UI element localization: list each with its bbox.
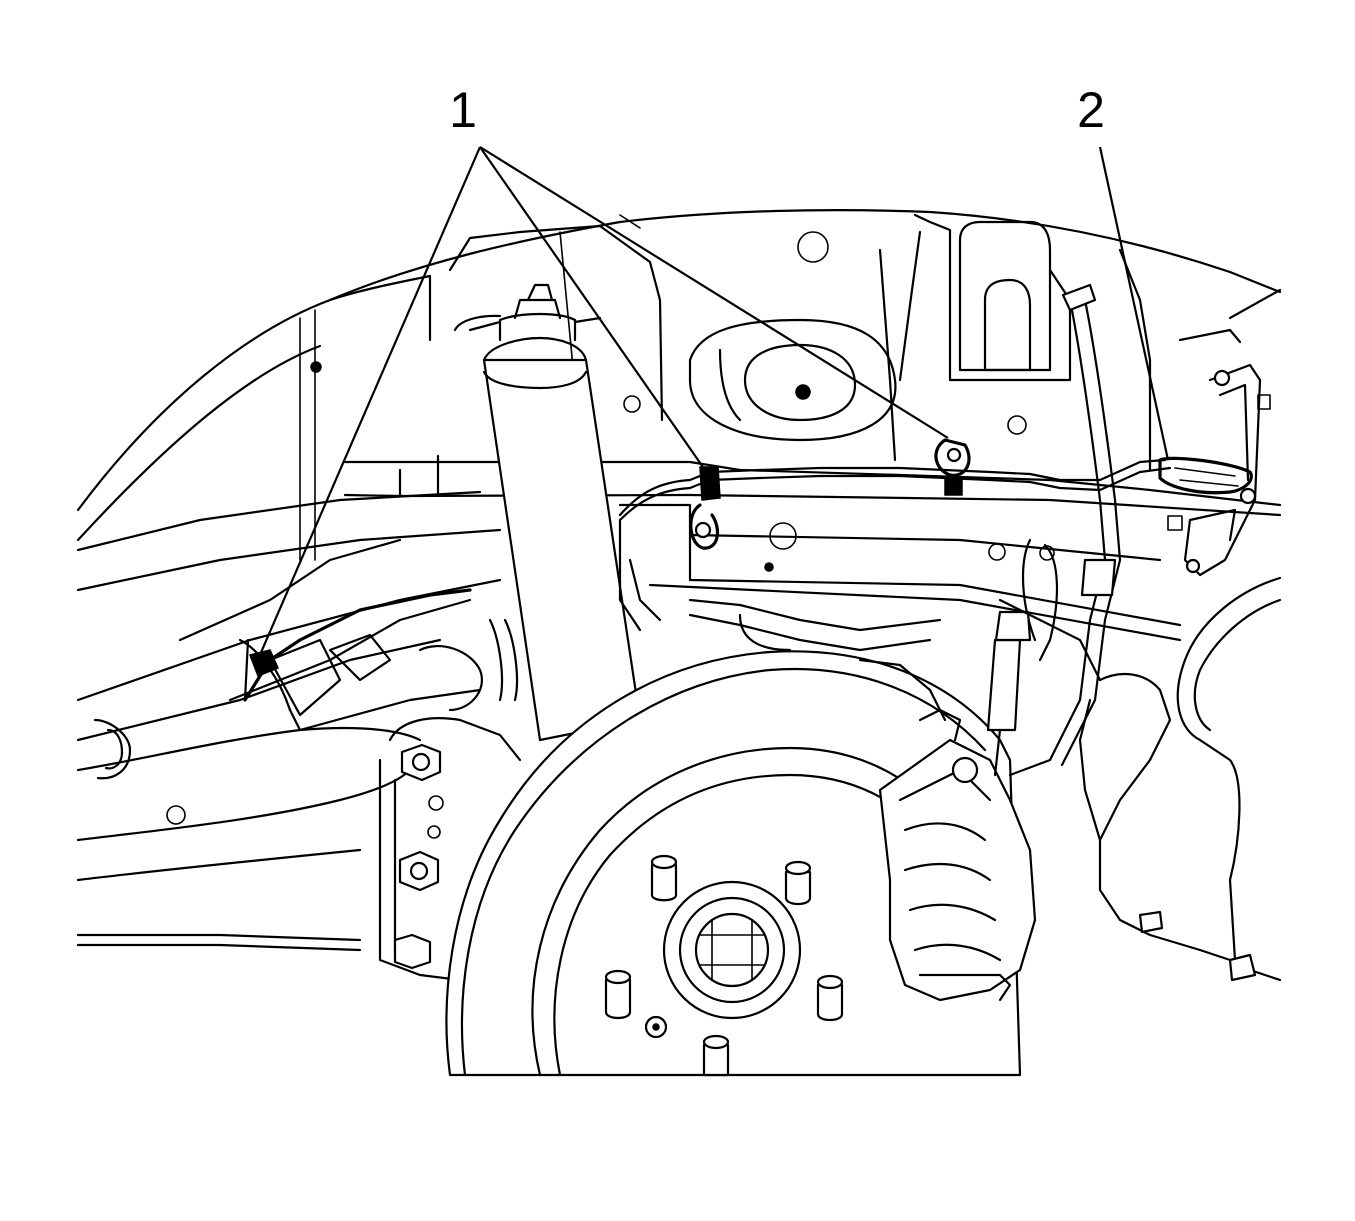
- knuckle: [378, 717, 522, 982]
- wheel-hub: [662, 880, 802, 1020]
- brake-hose: [986, 283, 1122, 777]
- sensor-bracket: [1183, 363, 1271, 577]
- hub-nut: [644, 1015, 668, 1039]
- wheel-house-structure: [76, 209, 1282, 572]
- wheel-stud-4: [816, 974, 844, 1022]
- brake-caliper: [878, 708, 1037, 1002]
- callout-2: 2: [1077, 82, 1105, 138]
- brake-rotor: [445, 650, 1022, 1077]
- suspension-links: [488, 518, 947, 722]
- leader-lines-callout-1: [254, 146, 949, 665]
- wheel-stud-1: [650, 854, 678, 902]
- knuckle-bolt-upper: [400, 743, 442, 782]
- wheel-stud-5: [702, 1034, 730, 1077]
- fender-liner: [998, 576, 1282, 982]
- knuckle-bolt-middle: [398, 850, 440, 892]
- harness-clip-right: [934, 438, 971, 496]
- leader-line-callout-2: [1098, 146, 1170, 461]
- wheel-stud-2: [784, 860, 812, 906]
- harness-clip-center: [689, 466, 721, 550]
- harness-clip-left: [243, 638, 280, 702]
- callout-1: 1: [449, 82, 477, 138]
- frame-rail: [343, 454, 1282, 642]
- lower-control-arm: [76, 490, 502, 952]
- knuckle-bolt-lower: [393, 933, 432, 970]
- wheel-stud-3: [604, 969, 632, 1020]
- shock-absorber: [453, 283, 642, 742]
